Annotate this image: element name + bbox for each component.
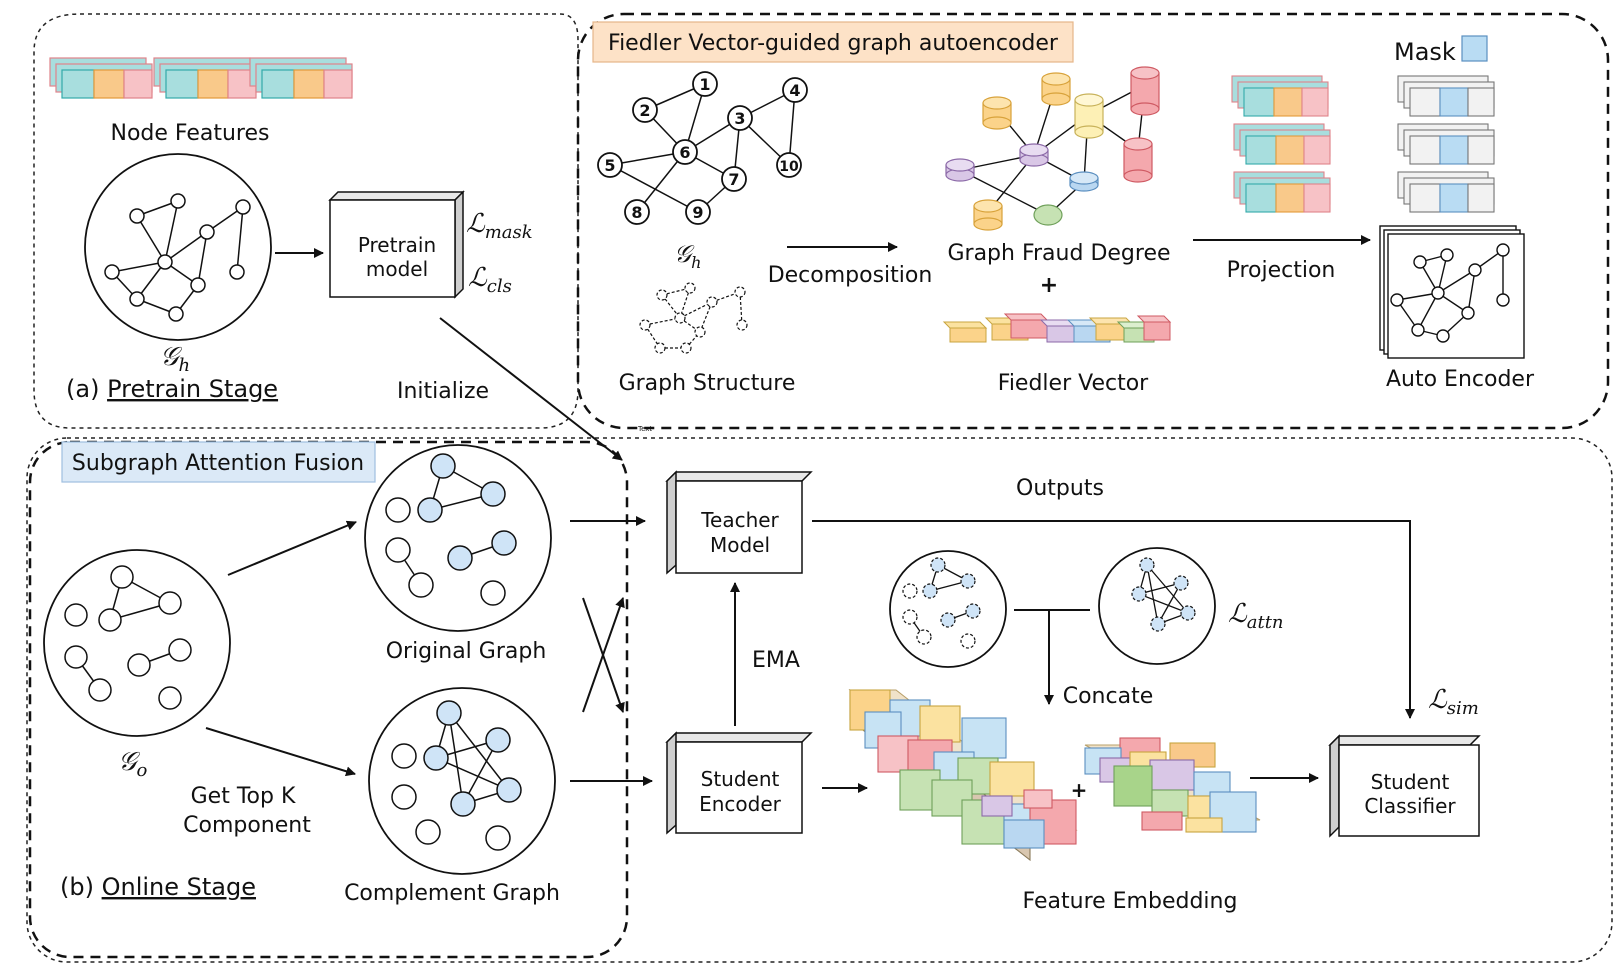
- complement-graph-label: Complement Graph: [344, 881, 560, 906]
- cylinder-orange-2: [1041, 72, 1071, 106]
- feature-card-1: [49, 57, 153, 99]
- attention-subgraph-1: [889, 550, 1007, 668]
- node-number-6: 6: [679, 143, 690, 162]
- feature-embedding-label: Feature Embedding: [1023, 889, 1238, 914]
- arrow-to-complement-graph: [205, 727, 356, 777]
- loss-cls-label: ℒcls: [468, 263, 512, 297]
- cylinder-blue: [1069, 171, 1099, 192]
- subgraph-fusion-title-box: [61, 441, 376, 483]
- projected-features: [1231, 75, 1331, 213]
- teacher-model-label-2: Model: [710, 533, 770, 557]
- node-number-1: 1: [699, 75, 710, 94]
- node-number-3: 3: [734, 109, 745, 128]
- student-encoder-box: [665, 731, 813, 835]
- student-classifier-label-2: Classifier: [1364, 794, 1456, 818]
- graph-gh-symbol: 𝒢h: [160, 342, 190, 376]
- graph-gh-symbol-ae: 𝒢h: [674, 240, 701, 272]
- cylinder-purple-1: [1019, 143, 1049, 167]
- outputs-arrow: [812, 520, 1415, 719]
- node-features-label: Node Features: [110, 121, 269, 146]
- online-stage-label: (b) Online Stage: [60, 873, 256, 901]
- cylinder-green: [1033, 204, 1063, 226]
- cylinder-red-tall: [1130, 66, 1160, 116]
- autoencoder-title-box: [592, 21, 1074, 63]
- pretrain-model-box: [328, 190, 465, 299]
- loss-attn-label: ℒattn: [1228, 599, 1284, 633]
- graph-gh-pretrain: [84, 153, 272, 341]
- loss-mask-label: ℒmask: [466, 209, 533, 243]
- cylinder-purple-2: [945, 158, 975, 182]
- graph-go: [43, 549, 231, 737]
- student-classifier-box: [1328, 734, 1481, 838]
- pretrain-model-label-1: Pretrain: [358, 233, 436, 257]
- node-features-stack: [49, 57, 353, 99]
- projection-label: Projection: [1227, 258, 1336, 283]
- complement-graph: [368, 687, 556, 875]
- concate-label: Concate: [1063, 684, 1154, 709]
- teacher-model-label-1: Teacher: [700, 508, 779, 532]
- decomposition-label: Decomposition: [768, 263, 933, 288]
- pretrain-stage-region: [33, 13, 579, 429]
- mask-legend-swatch: [1461, 35, 1488, 62]
- attention-subgraph-2: [1098, 547, 1216, 665]
- topk-label-2: Component: [183, 813, 311, 838]
- autoencoder-title: Fiedler Vector-guided graph autoencoder: [608, 31, 1059, 56]
- original-graph: [364, 444, 552, 632]
- student-encoder-label-1: Student: [701, 767, 780, 791]
- cylinder-orange-3: [973, 199, 1003, 231]
- fiedler-vector-bar: [942, 313, 1172, 343]
- subgraph-fusion-title: Subgraph Attention Fusion: [72, 451, 364, 476]
- loss-sim-label: ℒsim: [1428, 685, 1479, 719]
- node-number-9: 9: [692, 203, 703, 222]
- graph-structure-label: Graph Structure: [619, 371, 796, 396]
- cross-arrow-up: [582, 597, 625, 713]
- teacher-model-box: [665, 470, 813, 575]
- cylinder-red: [1123, 137, 1153, 183]
- feature-card-2: [153, 57, 257, 99]
- autoencoder-region: [576, 12, 1610, 430]
- student-encoder-label-2: Encoder: [699, 792, 782, 816]
- arrow-to-original-graph: [227, 520, 357, 576]
- online-plus: +: [1071, 778, 1088, 802]
- pretrain-stage-label: (a) Pretrain Stage: [66, 375, 278, 403]
- node-number-2: 2: [639, 101, 650, 120]
- initialize-arrow: [439, 317, 623, 461]
- original-graph-label: Original Graph: [386, 639, 547, 664]
- feature-embedding-cubes-small: [1084, 737, 1261, 833]
- cylinder-orange-1: [982, 96, 1012, 130]
- graph-structure-dashed: [639, 282, 748, 354]
- outputs-label: Outputs: [1016, 476, 1104, 501]
- node-number-7: 7: [728, 170, 739, 189]
- node-number-4: 4: [789, 81, 800, 100]
- node-number-5: 5: [604, 156, 615, 175]
- numbered-graph: 1 2 3 4 5 6 7 8 9 10: [597, 71, 808, 225]
- node-number-8: 8: [631, 203, 642, 222]
- fraud-degree-graph: [945, 66, 1160, 231]
- mask-label: Mask: [1394, 38, 1456, 66]
- cylinder-yellow: [1074, 93, 1104, 139]
- feature-card-3: [249, 57, 353, 99]
- auto-encoder-label: Auto Encoder: [1386, 367, 1535, 392]
- auto-encoder-stack: [1379, 225, 1525, 359]
- feature-embedding-cubes-large: [848, 688, 1078, 862]
- online-stage-region: [26, 437, 1613, 963]
- initialize-label: Initialize: [397, 379, 489, 404]
- student-classifier-label-1: Student: [1371, 770, 1450, 794]
- fiedler-vector-label: Fiedler Vector: [998, 371, 1149, 396]
- ema-label: EMA: [752, 648, 800, 673]
- tiny-text-label: Text: [637, 425, 652, 433]
- topk-label-1: Get Top K: [191, 784, 296, 809]
- graph-go-symbol: 𝒢o: [118, 747, 148, 781]
- masked-features: [1397, 75, 1495, 213]
- ae-plus: +: [1040, 273, 1058, 298]
- node-number-10: 10: [779, 159, 799, 175]
- pretrain-model-label-2: model: [366, 257, 428, 281]
- fraud-degree-label: Graph Fraud Degree: [947, 241, 1170, 266]
